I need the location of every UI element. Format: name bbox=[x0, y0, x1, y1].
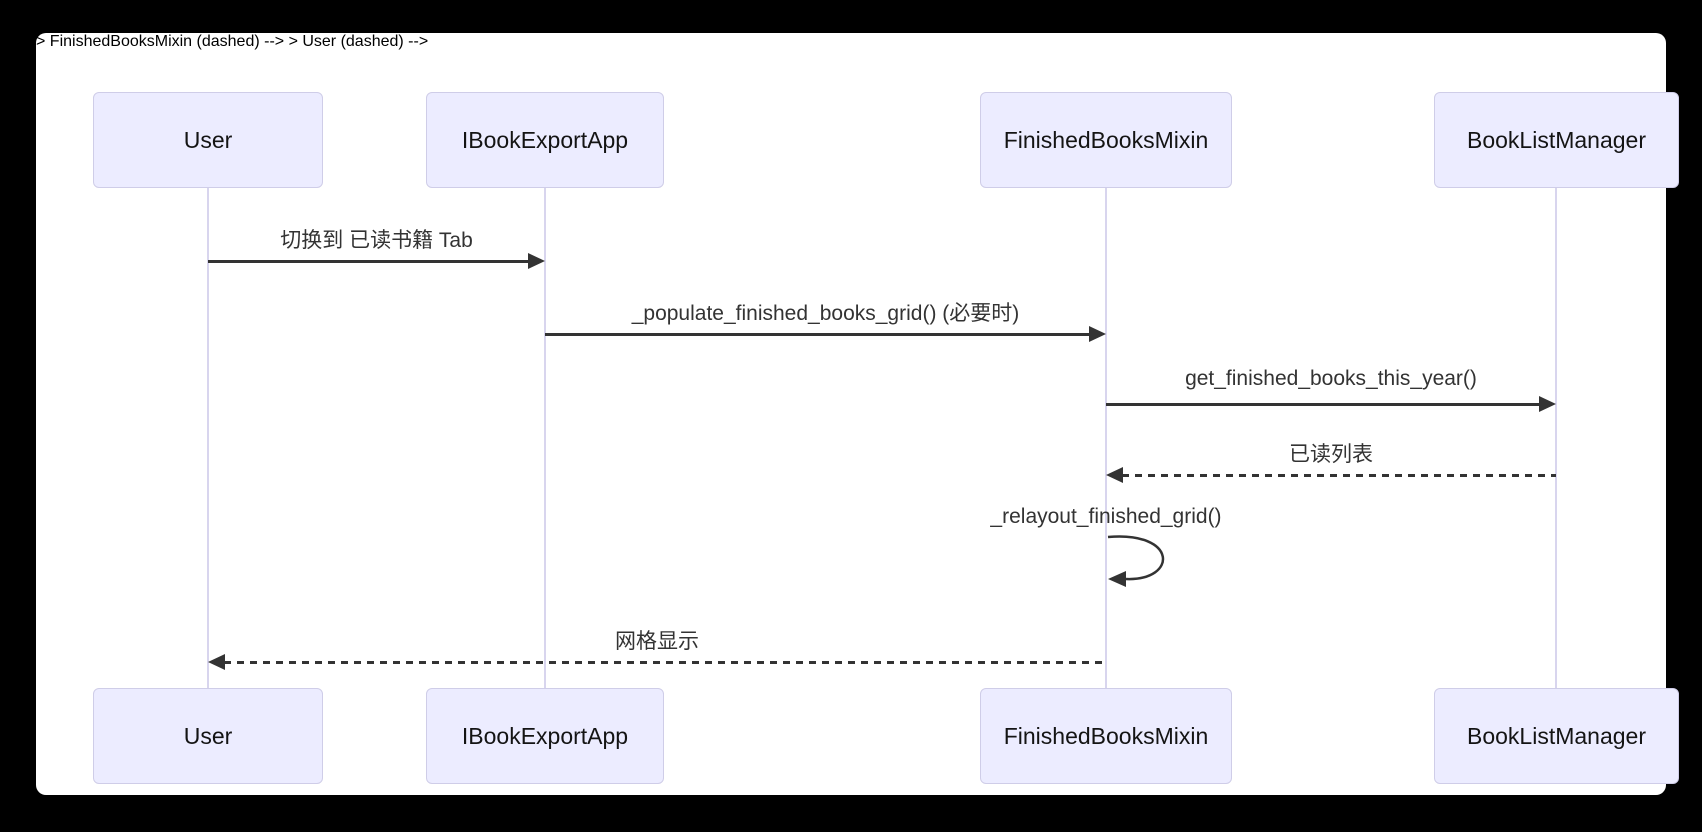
message-line-finished-list bbox=[1122, 474, 1556, 477]
self-loop-arrow-icon bbox=[1107, 535, 1165, 587]
actor-top-book-list-manager: BookListManager bbox=[1434, 92, 1679, 188]
lifeline-ibook-export-app bbox=[544, 188, 546, 690]
message-label-finished-list: 已读列表 bbox=[1289, 443, 1373, 466]
message-label-get-finished-books: get_finished_books_this_year() bbox=[1185, 367, 1477, 390]
actor-bottom-book-list-manager: BookListManager bbox=[1434, 688, 1679, 784]
actor-top-ibook-export-app: IBookExportApp bbox=[426, 92, 664, 188]
arrowhead-left-icon bbox=[1106, 467, 1123, 483]
arrowhead-left-icon bbox=[208, 654, 225, 670]
diagram-canvas: User IBookExportApp FinishedBooksMixin B… bbox=[36, 33, 1679, 795]
actor-bottom-ibook-export-app: IBookExportApp bbox=[426, 688, 664, 784]
arrowhead-right-icon bbox=[528, 253, 545, 269]
actor-top-user: User bbox=[93, 92, 323, 188]
lifeline-book-list-manager bbox=[1555, 188, 1557, 690]
message-label-populate-grid: _populate_finished_books_grid() (必要时) bbox=[631, 302, 1020, 325]
lifeline-user bbox=[207, 188, 209, 690]
message-label-relayout-grid: _relayout_finished_grid() bbox=[990, 505, 1222, 528]
message-line-grid-display bbox=[224, 661, 1106, 664]
actor-bottom-finished-books-mixin: FinishedBooksMixin bbox=[980, 688, 1232, 784]
arrowhead-right-icon bbox=[1539, 396, 1556, 412]
arrowhead-right-icon bbox=[1089, 326, 1106, 342]
lifeline-finished-books-mixin bbox=[1105, 188, 1107, 690]
message-line-switch-tab bbox=[208, 260, 530, 263]
message-label-switch-tab: 切换到 已读书籍 Tab bbox=[280, 229, 473, 252]
message-label-grid-display: 网格显示 bbox=[615, 630, 699, 653]
actor-bottom-user: User bbox=[93, 688, 323, 784]
message-line-get-finished-books bbox=[1106, 403, 1540, 406]
message-line-populate-grid bbox=[545, 333, 1090, 336]
actor-top-finished-books-mixin: FinishedBooksMixin bbox=[980, 92, 1232, 188]
